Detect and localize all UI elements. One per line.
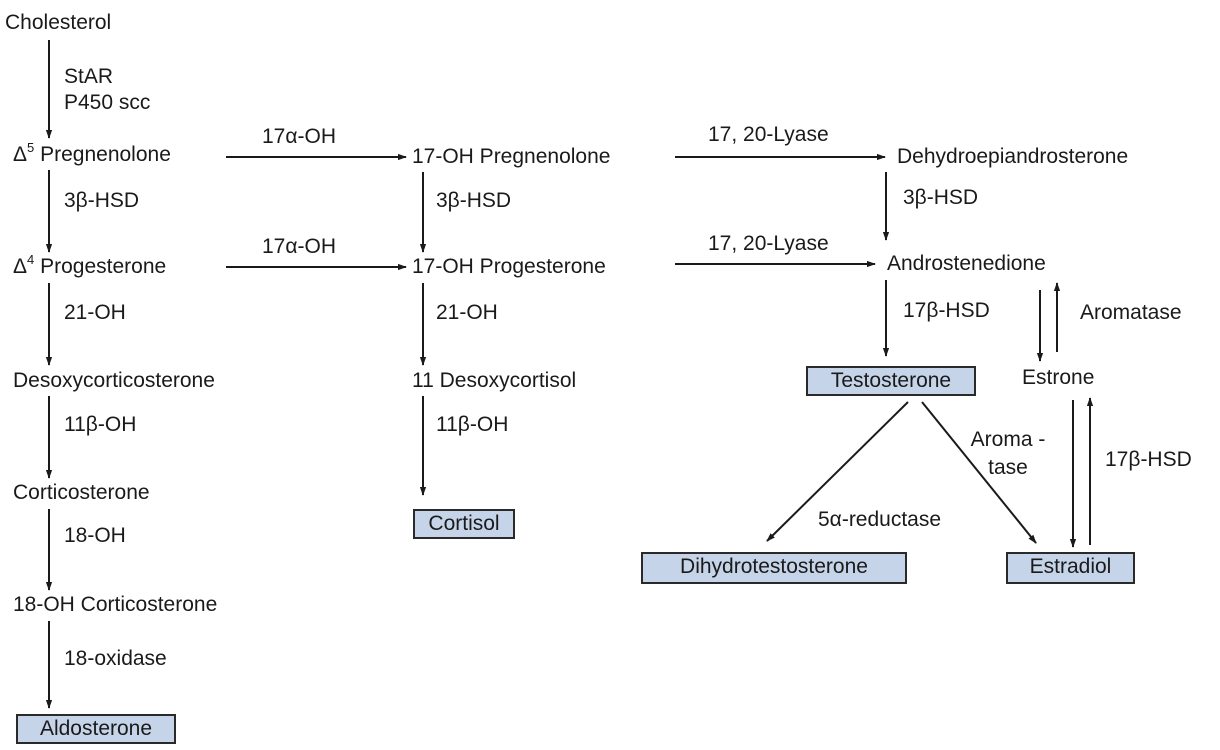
compound-androstenedione: Androstenedione [887, 252, 1046, 275]
enzyme-11b-oh-left: 11β-OH [64, 413, 137, 436]
arrow-testosterone-estradiol [921, 401, 1037, 544]
enzyme-aromatase-split-2: tase [988, 456, 1028, 479]
compound-name: Pregnenolone [40, 143, 171, 166]
enzyme-21-oh-middle: 21-OH [436, 301, 498, 324]
enzyme-21-oh-left: 21-OH [64, 301, 126, 324]
compound-pregnenolone: Δ5 Pregnenolone [13, 140, 171, 167]
arrow-testosterone-dht [766, 401, 909, 542]
compound-cortisol: Cortisol [413, 509, 515, 539]
enzyme-aromatase-split-1: Aroma - [970, 428, 1046, 451]
enzyme-p450scc: P450 scc [64, 91, 151, 114]
enzyme-3b-hsd-middle: 3β-HSD [436, 189, 512, 212]
enzyme-3b-hsd-left: 3β-HSD [64, 189, 140, 212]
enzyme-3b-hsd-right: 3β-HSD [903, 186, 979, 209]
compound-dihydrotestosterone: Dihydrotestosterone [641, 552, 907, 584]
enzyme-18-oh: 18-OH [64, 524, 126, 547]
delta-superscript: 5 [27, 140, 35, 155]
compound-name: Progesterone [40, 255, 167, 278]
enzyme-17b-hsd-right: 17β-HSD [1105, 448, 1192, 471]
compound-desoxycorticosterone: Desoxycorticosterone [13, 369, 215, 392]
compound-testosterone: Testosterone [806, 366, 976, 396]
compound-progesterone: Δ4 Progesterone [13, 252, 167, 279]
enzyme-11b-oh-middle: 11β-OH [436, 413, 509, 436]
enzyme-17a-oh-bottom: 17α-OH [262, 235, 336, 258]
delta-symbol: Δ [13, 255, 28, 278]
enzyme-17-20-lyase-top: 17, 20-Lyase [708, 123, 829, 146]
enzyme-17-20-lyase-bottom: 17, 20-Lyase [708, 232, 829, 255]
enzyme-aromatase: Aromatase [1080, 301, 1182, 324]
compound-17oh-pregnenolone: 17-OH Pregnenolone [412, 145, 611, 168]
compound-cholesterol: Cholesterol [5, 11, 112, 34]
compound-estrone: Estrone [1022, 366, 1095, 389]
delta-superscript: 4 [27, 252, 35, 267]
compound-dhea: Dehydroepiandrosterone [897, 145, 1129, 168]
enzyme-star: StAR [64, 65, 114, 88]
compound-corticosterone: Corticosterone [13, 481, 150, 504]
compound-17oh-progesterone: 17-OH Progesterone [412, 255, 606, 278]
enzyme-17b-hsd-top: 17β-HSD [903, 299, 990, 322]
compound-aldosterone: Aldosterone [16, 714, 176, 744]
compound-estradiol: Estradiol [1006, 552, 1135, 584]
compound-11-desoxycortisol: 11 Desoxycortisol [412, 369, 577, 392]
enzyme-18-oxidase: 18-oxidase [64, 647, 167, 670]
enzyme-5a-reductase: 5α-reductase [818, 508, 942, 531]
enzyme-17a-oh-top: 17α-OH [262, 125, 336, 148]
delta-symbol: Δ [13, 143, 28, 166]
compound-18oh-corticosterone: 18-OH Corticosterone [13, 593, 218, 616]
